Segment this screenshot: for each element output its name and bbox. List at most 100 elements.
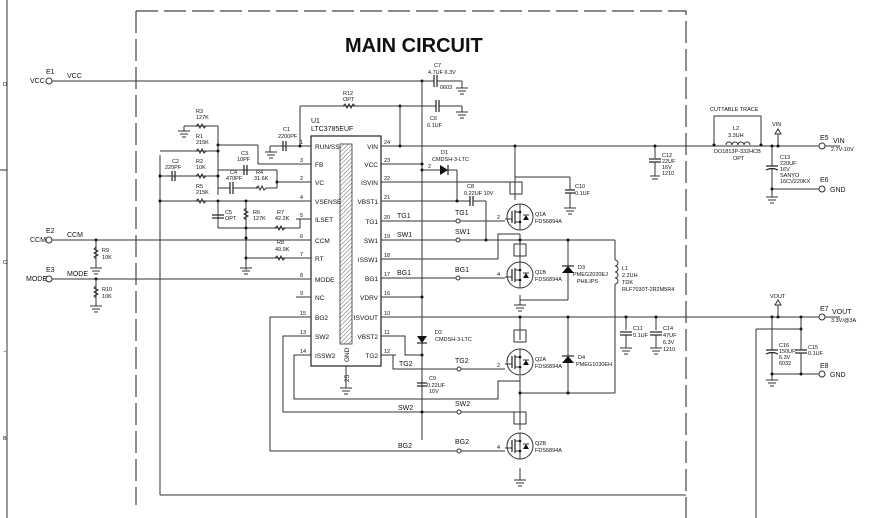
ground-icon (178, 130, 190, 138)
cuttable-trace[interactable] (713, 115, 762, 144)
terminal-e5[interactable] (818, 142, 826, 150)
junction (158, 174, 162, 178)
testpoint-sw2[interactable] (456, 409, 462, 415)
r3-ref: R3 (196, 109, 203, 115)
c3-value: 10PF (237, 157, 251, 163)
issw1-wire (381, 233, 520, 260)
r8-ref: R8 (277, 240, 284, 246)
d4-part: PMEG1030EH (576, 362, 612, 368)
pin-number: 6 (300, 234, 303, 240)
testpoint-sw1[interactable] (455, 237, 461, 243)
pin-name: VCC (364, 162, 378, 169)
pin-number: 9 (300, 291, 303, 297)
mosfet-ref: Q2B (535, 441, 546, 447)
r6-ref: R6 (253, 210, 260, 216)
d2-part: CMDSH-3-LTC (435, 337, 472, 343)
pin-number: 2 (300, 176, 303, 182)
terminal-e7-label: VOUT (832, 309, 852, 316)
d1-part: CMDSH-3-LTC (432, 157, 469, 163)
l2-opt: OPT (733, 156, 745, 162)
border-mark: B (3, 436, 7, 442)
testpoint-tg2[interactable] (456, 366, 462, 372)
testpoint-bg2[interactable] (456, 448, 462, 454)
terminal-e5-range: 2.7V-10V (831, 147, 854, 153)
terminal-e1[interactable] (45, 77, 53, 85)
junction (455, 199, 459, 203)
c7-value: 4.7UF 6.3V (428, 70, 456, 76)
ic-ref: U1 (311, 118, 320, 125)
c12-package: 1210 (662, 171, 674, 177)
pin-number: 19 (384, 234, 390, 240)
resistor-r7-symbol (274, 224, 286, 232)
c5-ref: C5 (225, 210, 232, 216)
ground-icon (766, 379, 778, 387)
pin-number: 1 (300, 140, 303, 146)
q1a-gate-pin: 2 (497, 215, 500, 221)
pin-number: 3 (300, 158, 303, 164)
q1b-gate-pin: 4 (497, 272, 500, 278)
inductor-l1-symbol (614, 259, 619, 285)
c14-voltage: 6.3V (663, 340, 675, 346)
terminal-e2[interactable] (45, 236, 53, 244)
terminal-e6[interactable] (818, 185, 826, 193)
r5-ref: R5 (196, 184, 203, 190)
terminal-e6-ref: E6 (820, 177, 829, 184)
l2-value: 3.3UH (728, 133, 744, 139)
c6-ref: C6 (430, 116, 437, 122)
l1-value: 2.2UH (622, 273, 638, 279)
pin-number: 12 (384, 349, 390, 355)
r10-ref: R10 (102, 287, 112, 293)
c10-ref: C10 (575, 184, 585, 190)
vin-flag-icon (774, 128, 782, 135)
r4-value: 31.6K (254, 176, 269, 182)
mosfet-ref: Q1A (535, 212, 546, 218)
junction (216, 149, 220, 153)
terminal-e3-ref: E3 (46, 267, 55, 274)
capacitor-c13-plate (765, 167, 779, 171)
junction (770, 372, 774, 376)
c5-value: OPT (225, 216, 237, 222)
d4-ref: D4 (578, 355, 585, 361)
ic-gnd-pin-num: 25 (344, 374, 351, 382)
ground-icon (90, 267, 102, 275)
ground-icon (514, 479, 526, 487)
testpoint-tg1[interactable] (455, 218, 461, 224)
r3-value: 127K (196, 115, 209, 121)
junction (420, 295, 424, 299)
resistor-r4-symbol (255, 184, 267, 192)
q2a-gate-pin: 2 (497, 363, 500, 369)
c13-pn: 16CV220KX (780, 179, 811, 185)
pin-name: BG1 (365, 276, 378, 283)
ic-exposed-pad (339, 143, 353, 345)
d2-ref: D2 (435, 330, 442, 336)
junction (799, 372, 803, 376)
testpoint-sw1-label: SW1 (455, 229, 470, 236)
d1-ref: D1 (441, 150, 448, 156)
pin-name: VBST2 (357, 334, 378, 341)
mosfet-group: Q1AFDS6894AQ1BFDS6894AQ2AFDS6894AQ2BFDS6… (505, 203, 562, 460)
junction (566, 391, 570, 395)
body-diode-icon (523, 273, 529, 278)
pin-number: 17 (384, 272, 390, 278)
terminal-e8[interactable] (818, 370, 826, 378)
pin-number: 16 (384, 291, 390, 297)
testpoint-bg2-label: BG2 (455, 439, 469, 446)
pin-name: MODE (315, 277, 335, 284)
mosfet-ref: Q2A (535, 357, 546, 363)
ic-part: LTC3785EUF (311, 126, 353, 133)
resistor-r3-symbol (195, 122, 207, 130)
terminal-e3-label: MODE (26, 276, 47, 283)
r9-ref: R9 (102, 248, 109, 254)
testpoint-bg1[interactable] (455, 275, 461, 281)
c12-voltage: 16V (662, 165, 672, 171)
c7-package: 0603 (440, 85, 452, 91)
junction (654, 315, 658, 319)
testpoint-tg1-label: TG1 (455, 210, 469, 217)
resistor-r5-symbol (195, 197, 207, 205)
mosfet-part: FDS6894A (535, 277, 562, 283)
pin-name: ILSET (315, 217, 333, 224)
capacitor-c16-plate (765, 351, 779, 355)
body-diode-icon (523, 360, 529, 365)
c14-package: 1210 (663, 347, 675, 353)
terminal-e7[interactable] (818, 313, 826, 321)
